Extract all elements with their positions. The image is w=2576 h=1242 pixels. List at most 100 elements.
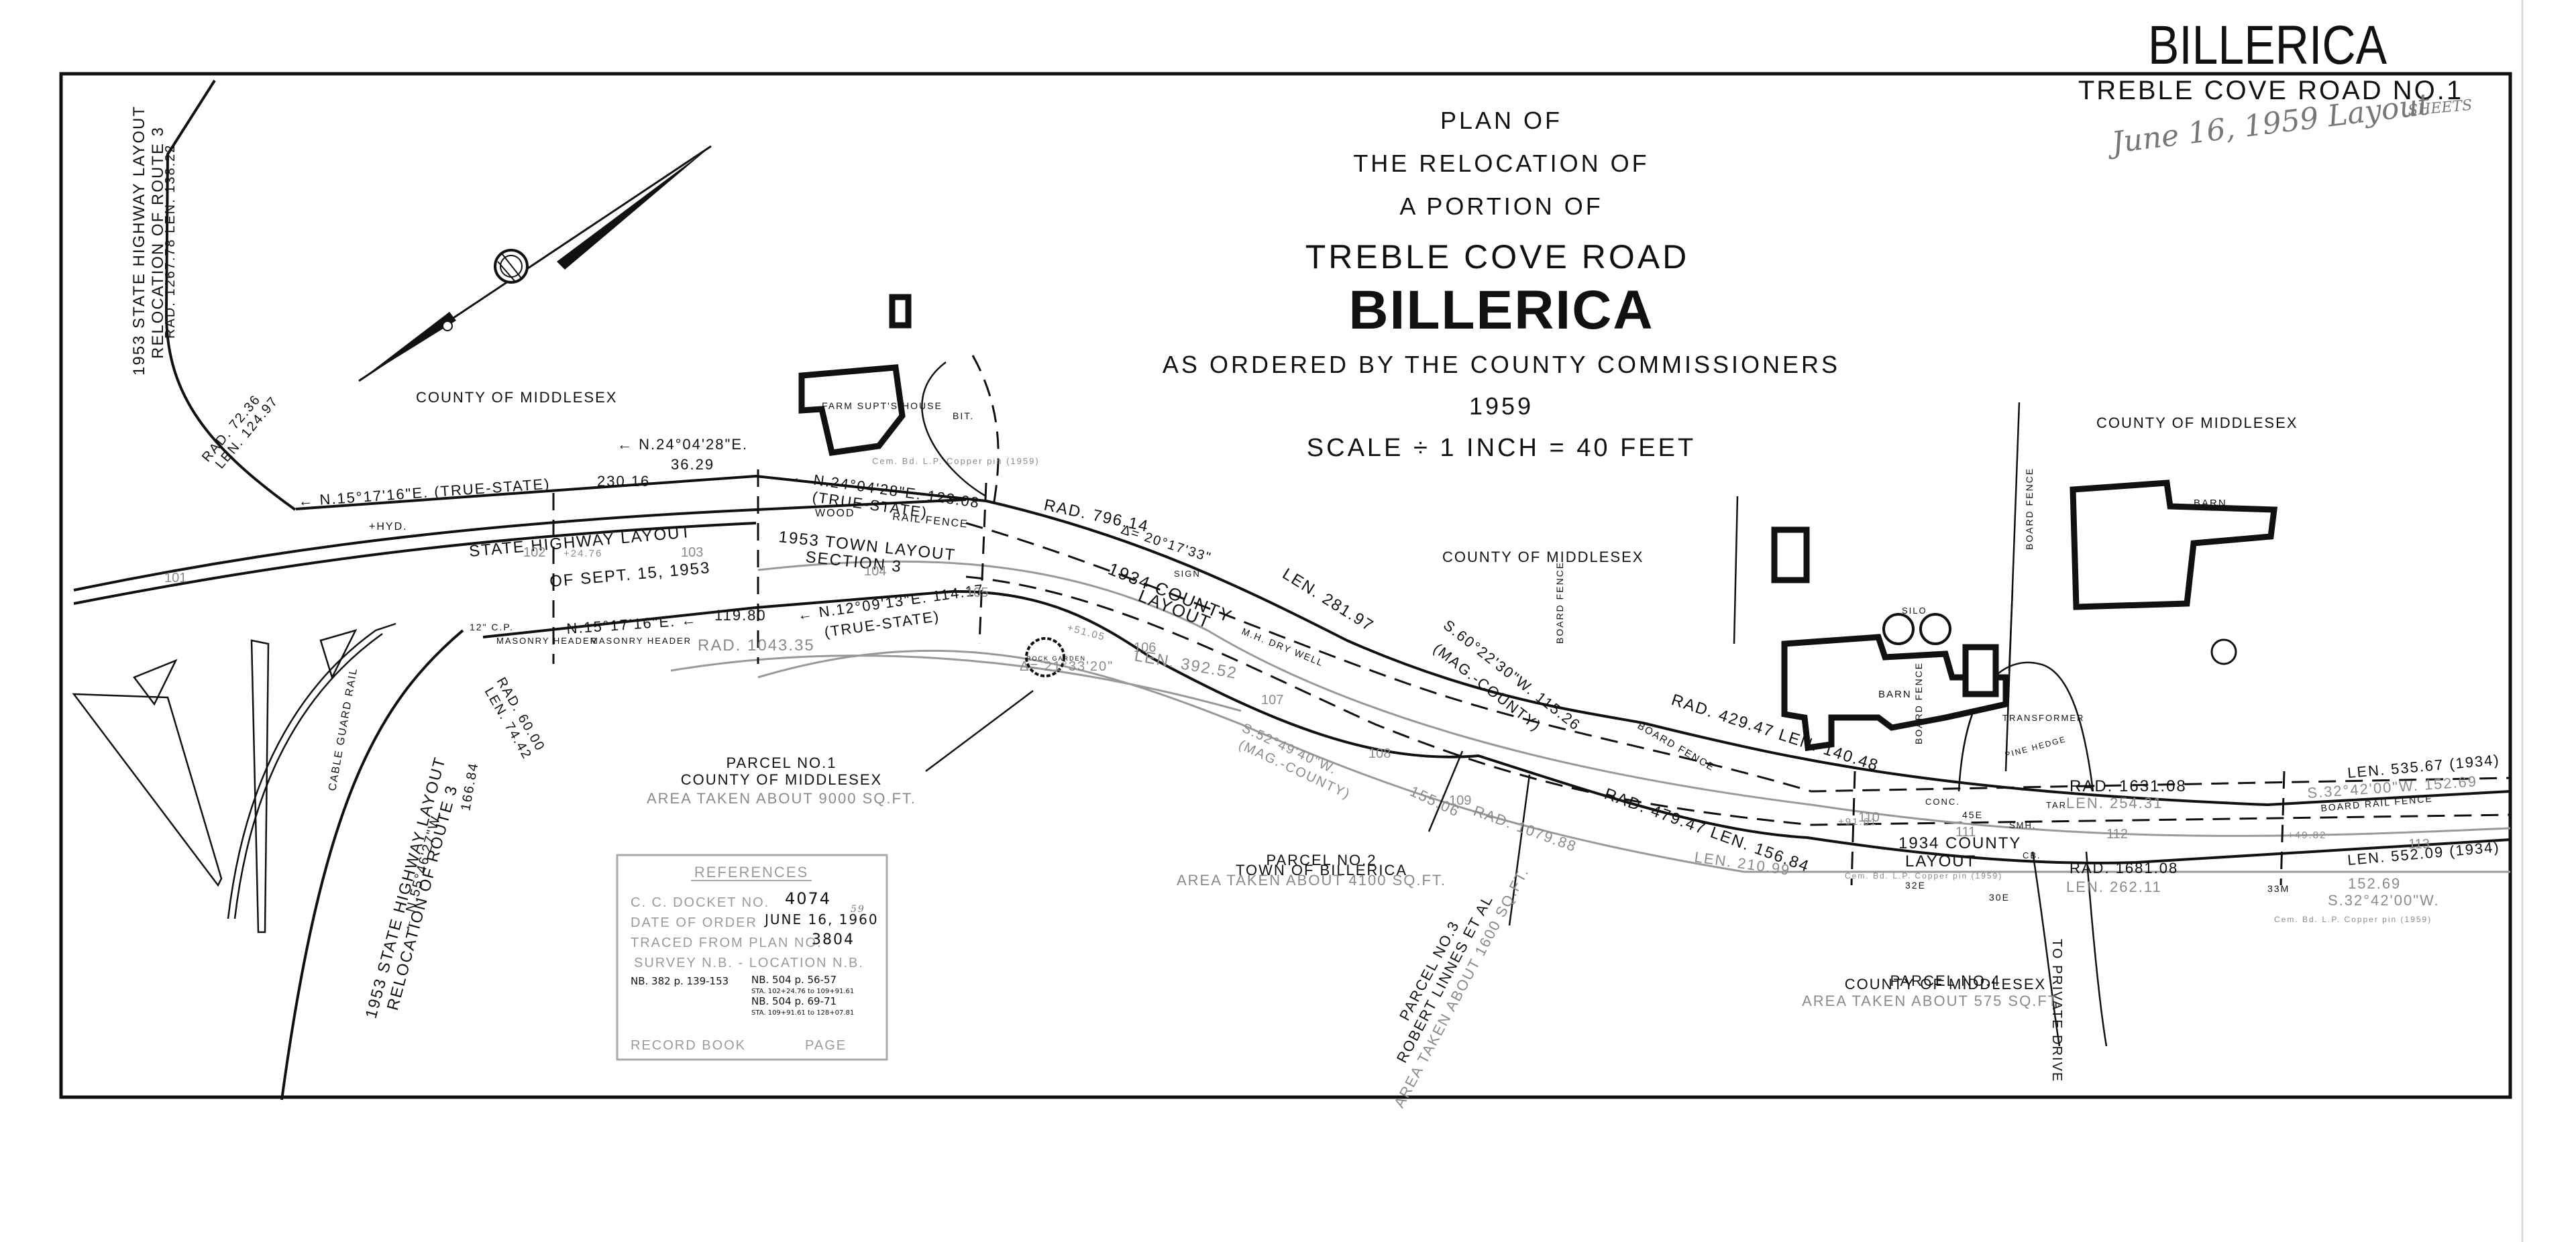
label-layout: 1934 COUNTY xyxy=(1898,834,2021,852)
station-label: 104 xyxy=(864,564,886,579)
label-county: COUNTY OF MIDDLESEX xyxy=(2096,414,2298,431)
label-tar: TAR xyxy=(2046,800,2067,810)
label-farm-house: FARM SUPT'S HOUSE xyxy=(822,400,943,411)
label-county: COUNTY OF MIDDLESEX xyxy=(1442,549,1644,565)
label-county: COUNTY OF MIDDLESEX xyxy=(416,389,617,406)
plan-value: 3804 xyxy=(812,932,855,948)
label-curve: LEN. 281.97 xyxy=(1279,565,1377,635)
centerline-stations: 101 102 103 104 105 106 107 108 109 110 … xyxy=(164,545,2430,852)
parcel-4: PARCEL NO.4 COUNTY OF MIDDLESEX AREA TAK… xyxy=(1802,972,2062,1009)
label-guard-rail: CABLE GUARD RAIL xyxy=(327,667,360,792)
north-arrow-icon xyxy=(358,145,712,382)
label-tree: 30E xyxy=(1989,892,2010,903)
label-masonry: MASONRY HEADER xyxy=(496,636,598,646)
location-nb-1: NB. 504 p. 56-57 xyxy=(751,974,837,986)
location-nb-2: NB. 504 p. 69-71 xyxy=(751,995,837,1007)
label-silo: SILO xyxy=(1902,606,1927,616)
station-label: 112 xyxy=(2106,827,2128,842)
label-masonry: MASONRY HEADER xyxy=(590,636,692,646)
barn-ne-building xyxy=(2070,479,2278,610)
survey-label: SURVEY N.B. - LOCATION N.B. xyxy=(634,956,864,970)
label-station-plus: +24.76 xyxy=(564,548,602,559)
label-curve: LEN. 262.11 xyxy=(2066,879,2162,895)
page-label: PAGE xyxy=(805,1038,847,1053)
label-route3: 1953 STATE HIGHWAY LAYOUT xyxy=(130,105,148,376)
label-rock-garden: ROCK GARDEN xyxy=(1026,655,1086,662)
station-label: 110 xyxy=(1858,810,1880,825)
label-monument: Cem. Bd. L.P. Copper pin (1959) xyxy=(872,456,1040,466)
header-town: BILLERICA xyxy=(2148,15,2387,76)
silo-circle xyxy=(1882,613,1915,645)
survey-nb: NB. 382 p. 139-153 xyxy=(631,975,729,987)
title-scale: SCALE ÷ 1 INCH = 40 FEET xyxy=(1307,434,1696,462)
station-label: 111 xyxy=(1955,825,1976,840)
label-layout: OF SEPT. 15, 1953 xyxy=(549,559,711,591)
label-station-plus: +91.61 xyxy=(1838,816,1877,828)
title-line: AS ORDERED BY THE COUNTY COMMISSIONERS xyxy=(1163,351,1840,378)
title-block: PLAN OF THE RELOCATION OF A PORTION OF T… xyxy=(1163,107,1840,462)
label-route3: RELOCATION OF ROUTE 3 xyxy=(149,126,167,359)
label-barn: BARN xyxy=(2194,498,2227,509)
header-road-no: TREBLE COVE ROAD NO.1 xyxy=(2078,76,2463,105)
parcel-area: AREA TAKEN ABOUT 4100 SQ.FT. xyxy=(1177,872,1446,889)
label-monument: Cem. Bd. L.P. Copper pin (1959) xyxy=(1845,871,2002,881)
station-label: 103 xyxy=(681,545,703,560)
title-line: THE RELOCATION OF xyxy=(1353,150,1649,177)
plan-label: TRACED FROM PLAN NO. xyxy=(631,936,822,950)
label-curve: Δ= 21°33'20" xyxy=(1020,659,1114,674)
label-bearing: S.32°42'00"W. xyxy=(2328,892,2440,909)
parcel-owner: ROBERT LINNES ET AL xyxy=(1393,892,1497,1066)
references-box: REFERENCES C. C. DOCKET NO. 4074 DATE OF… xyxy=(616,854,888,1061)
label-curve: LEN. 254.31 xyxy=(2066,795,2163,811)
label-distance: 230.16 xyxy=(597,473,650,490)
farm-house-building xyxy=(798,364,906,457)
label-distance: 152.69 xyxy=(2348,875,2401,892)
label-curve: RAD. 1267.78 LEN. 138.22 xyxy=(163,144,178,339)
route-3-layout-lines xyxy=(72,79,464,1100)
title-line: A PORTION OF xyxy=(1399,192,1603,220)
location-sta-1: STA. 102+24.76 to 109+91.61 xyxy=(751,988,854,995)
docket-label: C. C. DOCKET NO. xyxy=(631,895,769,910)
well-circle xyxy=(2210,638,2237,665)
label-barn: BARN xyxy=(1878,689,1912,700)
small-building xyxy=(1771,526,1810,583)
label-curve: RAD. 1631.08 xyxy=(2070,777,2187,795)
label-fence: BOARD FENCE xyxy=(1635,720,1717,774)
label-bearing: N.15°17'16"E. ← xyxy=(566,611,698,637)
parcel-name: PARCEL NO.4 xyxy=(1890,972,2000,989)
label-hedge: PINE HEDGE xyxy=(2004,734,2067,760)
parcel-name: PARCEL NO.1 xyxy=(726,754,837,771)
station-label: 102 xyxy=(523,545,545,560)
label-sign: SIGN xyxy=(1174,569,1201,579)
station-label: 101 xyxy=(164,571,186,585)
label-hydrant: +HYD. xyxy=(369,521,408,532)
label-monument: Cem. Bd. L.P. Copper pin (1959) xyxy=(2274,915,2432,924)
label-layout: LAYOUT xyxy=(1905,852,1976,870)
treble-cove-road-lines xyxy=(73,355,2511,1047)
label-cb: CB. xyxy=(2023,850,2041,860)
silo-circle xyxy=(1919,613,1951,645)
barn-center-building xyxy=(1781,634,2009,752)
label-fence: RAIL FENCE xyxy=(892,511,969,530)
docket-value: 4074 xyxy=(785,889,831,908)
date-correction: 59 xyxy=(851,904,865,915)
label-distance: 36.29 xyxy=(671,456,714,473)
label-private-drive: TO PRIVATE DRIVE xyxy=(2049,939,2064,1082)
title-year: 1959 xyxy=(1469,392,1534,420)
rock-garden-symbol xyxy=(1025,637,1065,677)
label-curve: RAD. 1043.35 xyxy=(698,636,815,655)
label-transformer: TRANSFORMER xyxy=(2002,713,2084,723)
parcel-owner: TOWN OF BILLERICA xyxy=(1236,862,1407,879)
station-label: 106 xyxy=(1134,640,1156,655)
parcel-1: PARCEL NO.1 COUNTY OF MIDDLESEX AREA TAK… xyxy=(647,754,915,807)
date-label: DATE OF ORDER xyxy=(631,915,757,930)
station-label: 105 xyxy=(966,585,988,600)
title-line: TREBLE COVE ROAD xyxy=(1305,238,1689,276)
parcel-area: AREA TAKEN ABOUT 575 SQ.FT. xyxy=(1802,993,2062,1009)
label-fence: BOARD FENCE xyxy=(1554,561,1565,644)
sheet-border xyxy=(59,72,2512,1099)
label-distance: 166.84 xyxy=(458,761,481,812)
shed-building xyxy=(889,294,912,329)
label-tree: 45E xyxy=(1962,809,1983,820)
